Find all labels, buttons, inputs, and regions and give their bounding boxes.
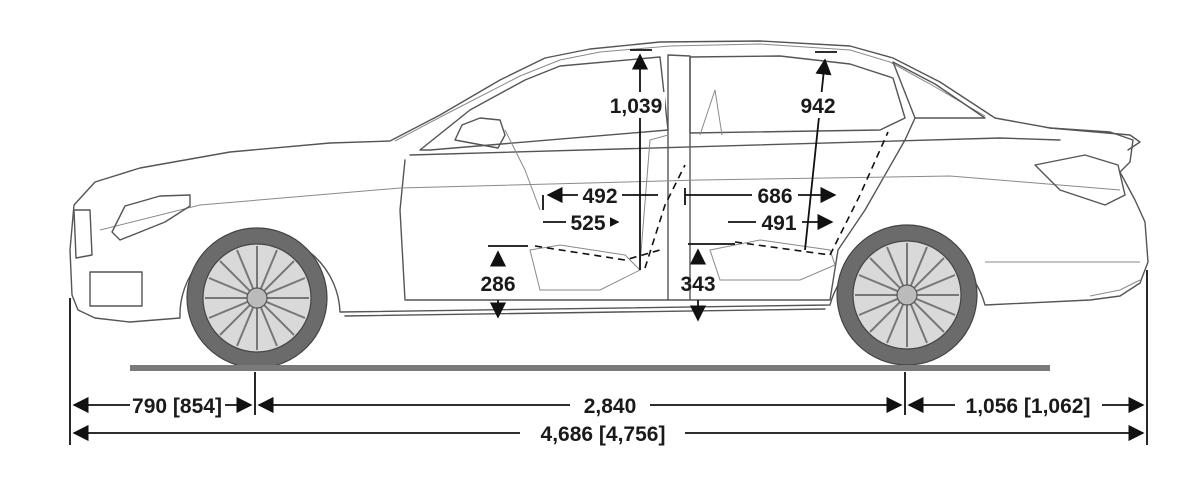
front-grille — [73, 209, 93, 259]
front-seat-dashline — [534, 245, 661, 261]
side-mirror — [454, 117, 506, 149]
rear-wheel — [836, 224, 978, 366]
front-wheel — [186, 227, 328, 369]
rear-bumper — [985, 261, 1141, 297]
dimension-labels: 1,039 942 492 525 686 491 286 343 790 [8… — [132, 92, 1090, 446]
rear-seat-dashline — [734, 241, 831, 256]
rear-legroom-lower-label: 491 — [761, 212, 796, 235]
front-legroom-upper-label: 492 — [582, 185, 617, 208]
front-window — [419, 56, 669, 151]
rear-overhang-label: 1,056 [1,062] — [966, 395, 1091, 418]
trunk-spoiler — [1049, 127, 1141, 151]
rear-back-dashline — [829, 131, 889, 256]
sill — [344, 308, 826, 317]
rear-headroom-label: 942 — [800, 95, 835, 118]
front-legroom-lower-label: 525 — [570, 212, 605, 235]
rear-door — [689, 117, 916, 301]
taillight — [1034, 154, 1126, 206]
ground-line — [130, 365, 1050, 371]
wheelbase-label: 2,840 — [584, 395, 637, 418]
headlight — [111, 194, 191, 241]
rear-seat — [699, 89, 836, 281]
roof-line — [394, 43, 986, 142]
steering-wheel — [504, 129, 541, 211]
side-crease — [99, 175, 1121, 231]
rear-seat-height-label: 343 — [680, 273, 715, 296]
rear-legroom-upper-label: 686 — [757, 185, 792, 208]
front-door — [399, 159, 669, 301]
front-overhang-label: 790 [854] — [132, 395, 222, 418]
front-back-dashline — [644, 164, 686, 269]
front-air-intake — [89, 271, 143, 307]
rear-headroom-line — [804, 58, 832, 251]
belt-line — [409, 137, 1061, 156]
quarter-window — [892, 61, 986, 119]
front-headroom-label: 1,039 — [610, 95, 663, 118]
overall-length-label: 4,686 [4,756] — [541, 423, 666, 446]
front-seat-height-label: 286 — [480, 273, 515, 296]
